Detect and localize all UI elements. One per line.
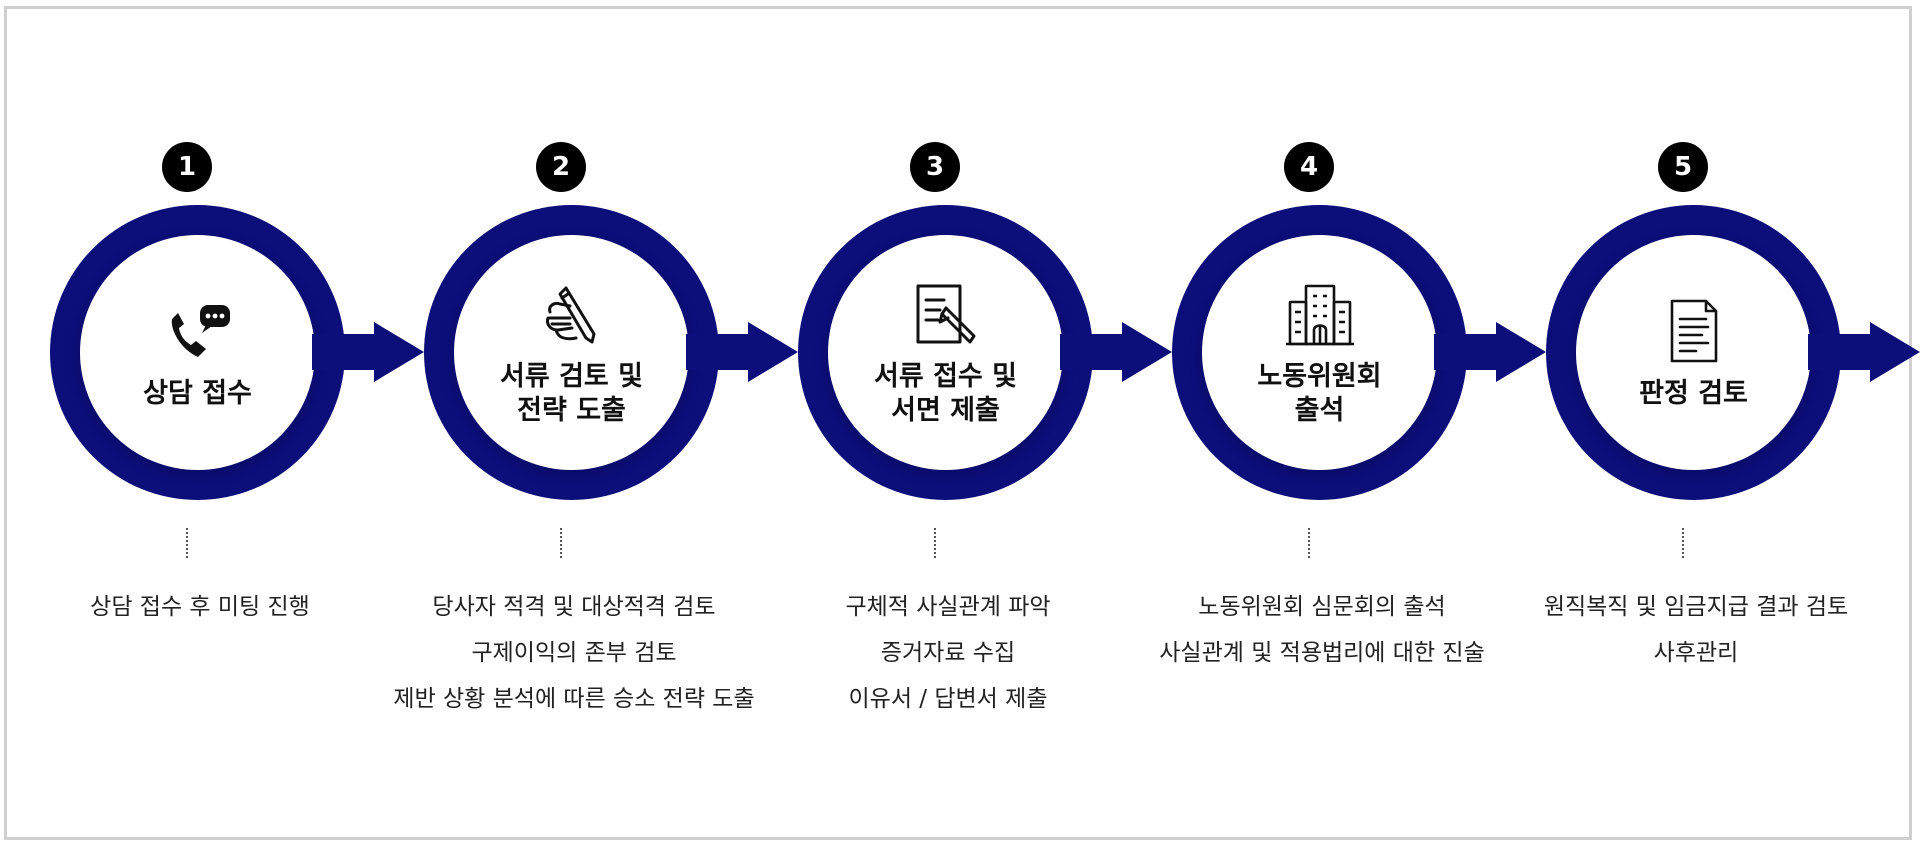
step-title: 노동위원회 출석 (1257, 360, 1382, 426)
detail-line: 증거자료 수집 (880, 640, 1016, 666)
step-5: 5 판정 검토 원직복직 및 임금지급 결과 검토 사후관리 (1544, 0, 1920, 850)
step-title: 서류 접수 및 서면 제출 (874, 360, 1017, 426)
step-title: 판정 검토 (1639, 377, 1748, 409)
step-number-badge: 4 (1284, 142, 1334, 192)
step-details: 당사자 적격 및 대상적격 검토 구제이익의 존부 검토 제반 상황 분석에 따… (369, 584, 779, 722)
step-details: 노동위원회 심문회의 출석 사실관계 및 적용법리에 대한 진술 (1117, 584, 1527, 676)
dotted-connector (934, 528, 936, 558)
step-ring: 노동위원회 출석 (1172, 205, 1467, 500)
step-3: 3 서류 접수 및 서면 제출 구체적 사실관계 파악 증거자료 수집 이유서 … (798, 0, 1173, 850)
step-1: 1 상담 접수 상담 접수 후 미팅 진행 (50, 0, 425, 850)
detail-line: 사실관계 및 적용법리에 대한 진술 (1159, 640, 1485, 666)
dotted-connector (1308, 528, 1310, 558)
step-title: 서류 검토 및 전략 도출 (500, 360, 643, 426)
step-ring: 서류 검토 및 전략 도출 (424, 205, 719, 500)
detail-line: 노동위원회 심문회의 출석 (1198, 594, 1446, 620)
step-ring: 서류 접수 및 서면 제출 (798, 205, 1093, 500)
step-number-badge: 2 (536, 142, 586, 192)
detail-line: 구체적 사실관계 파악 (845, 594, 1051, 620)
arrow-right-icon (312, 322, 424, 382)
step-circle: 노동위원회 출석 (1202, 235, 1437, 470)
step-title: 상담 접수 (143, 377, 252, 409)
arrow-right-icon (1434, 322, 1546, 382)
step-details: 상담 접수 후 미팅 진행 (0, 584, 405, 630)
hand-pen-icon (545, 286, 595, 343)
document-icon (1670, 299, 1717, 362)
step-details: 구체적 사실관계 파악 증거자료 수집 이유서 / 답변서 제출 (743, 584, 1153, 722)
step-2: 2 서류 검토 및 전략 도출 당사자 적격 및 대상적격 검토 구제이익의 존… (393, 0, 799, 850)
step-4: 4 노동위원회 출석 노동위원회 심문회의 출석 사실관계 및 적 (1159, 0, 1547, 850)
phone-chat-icon (171, 304, 230, 357)
step-number-badge: 5 (1658, 142, 1708, 192)
step-circle: 판정 검토 (1576, 235, 1811, 470)
arrow-right-icon (1808, 322, 1920, 382)
detail-line: 사후관리 (1653, 640, 1739, 666)
step-circle: 상담 접수 (80, 235, 315, 470)
detail-line: 상담 접수 후 미팅 진행 (90, 594, 310, 620)
building-icon (1285, 284, 1354, 345)
step-ring: 상담 접수 (50, 205, 345, 500)
dotted-connector (186, 528, 188, 558)
arrow-right-icon (1060, 322, 1172, 382)
step-number-badge: 1 (162, 142, 212, 192)
detail-line: 제반 상황 분석에 따른 승소 전략 도출 (393, 686, 755, 712)
step-number-badge: 3 (910, 142, 960, 192)
step-circle: 서류 검토 및 전략 도출 (454, 235, 689, 470)
dotted-connector (560, 528, 562, 558)
detail-line: 당사자 적격 및 대상적격 검토 (432, 594, 716, 620)
dotted-connector (1682, 528, 1684, 558)
detail-line: 이유서 / 답변서 제출 (848, 686, 1048, 712)
detail-line: 구제이익의 존부 검토 (471, 640, 677, 666)
arrow-right-icon (686, 322, 798, 382)
step-ring: 판정 검토 (1546, 205, 1841, 500)
step-circle: 서류 접수 및 서면 제출 (828, 235, 1063, 470)
step-details: 원직복직 및 임금지급 결과 검토 사후관리 (1491, 584, 1901, 676)
document-pen-icon (916, 284, 975, 343)
detail-line: 원직복직 및 임금지급 결과 검토 (1543, 594, 1849, 620)
